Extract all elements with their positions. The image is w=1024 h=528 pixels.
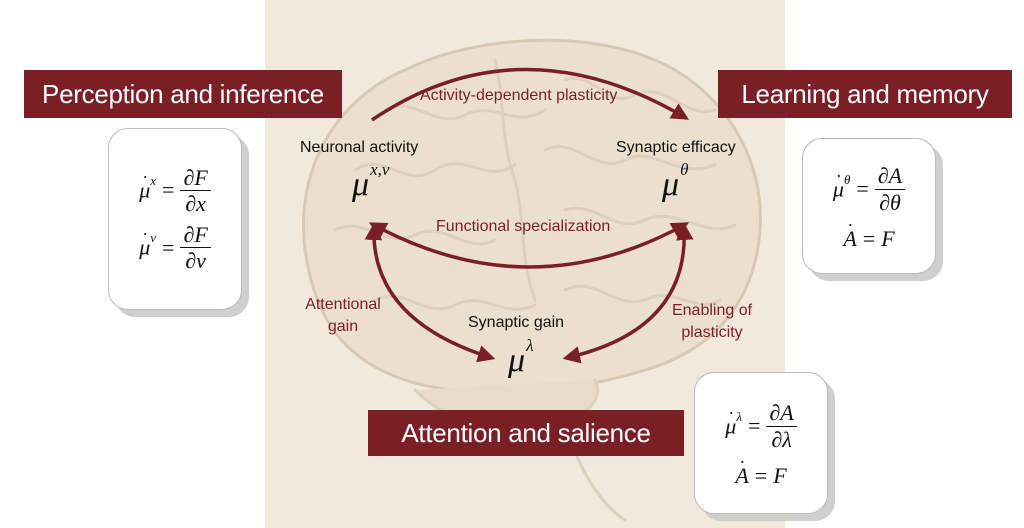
equation-mu-v: ·μv = ∂F∂v [139,223,211,272]
perception-banner: Perception and inference [24,70,342,118]
equation-a-dot-attention: ·A=F [735,451,787,488]
equation-mu-x: ·μx = ∂F∂x [139,166,211,215]
learning-equation-card: ·μθ = ∂A∂θ ·A=F [802,138,936,274]
perception-equation-card: ·μx = ∂F∂x ·μv = ∂F∂v [108,128,242,310]
mu-lambda-symbol: μλ [508,335,534,379]
activity-plasticity-label: Activity-dependent plasticity [420,87,618,104]
learning-banner: Learning and memory [718,70,1012,118]
synaptic-efficacy-label: Synaptic efficacy [616,139,736,156]
arrow-activity-plasticity [371,67,690,122]
attentional-gain-label: Attentional gain [305,296,381,335]
equation-mu-theta: ·μθ = ∂A∂θ [833,164,906,214]
attention-banner: Attention and salience [368,410,684,456]
functional-specialization-label: Functional specialization [436,218,611,235]
equation-mu-lambda: ·μλ = ∂A∂λ [725,401,797,451]
attention-equation-card: ·μλ = ∂A∂λ ·A=F [694,372,828,514]
neuronal-activity-label: Neuronal activity [300,139,419,156]
synaptic-gain-label: Synaptic gain [468,314,565,331]
mu-theta-symbol: μθ [662,159,689,203]
arrow-attentional-gain [364,222,496,363]
equation-a-dot-learning: ·A=F [843,214,895,251]
mu-neuronal-symbol: μx,v [352,159,390,203]
enabling-plasticity-label: Enabling of plasticity [671,302,753,341]
arrow-enabling-plasticity [562,222,694,364]
